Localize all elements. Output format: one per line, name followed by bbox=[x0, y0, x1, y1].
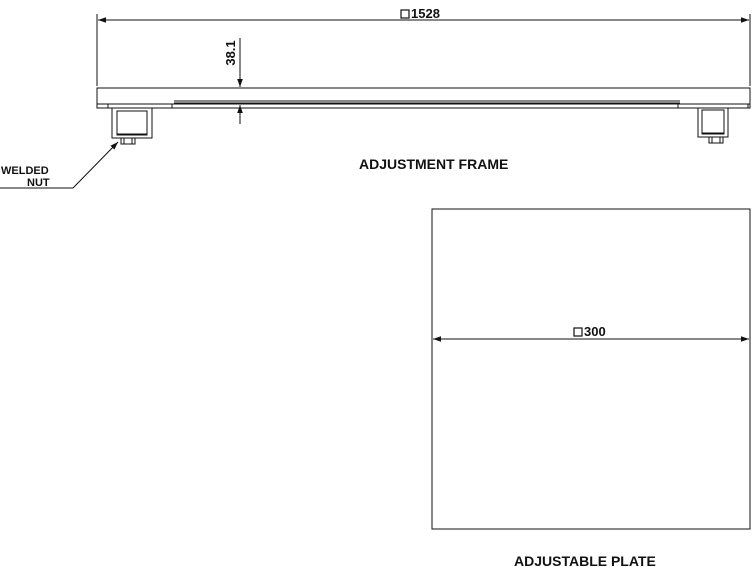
adjustable-plate-title: ADJUSTABLE PLATE bbox=[514, 553, 656, 567]
right-welded-nut bbox=[708, 136, 724, 144]
welded-nut-leader bbox=[0, 141, 119, 189]
left-foot-inner bbox=[116, 110, 148, 136]
left-foot-plate bbox=[107, 103, 173, 109]
adjustment-frame-title: ADJUSTMENT FRAME bbox=[359, 156, 508, 172]
frame-corner-left bbox=[96, 104, 751, 109]
left-foot-block bbox=[111, 107, 153, 139]
adjustment-frame bbox=[96, 87, 751, 109]
right-foot-inner bbox=[701, 109, 725, 135]
left-welded-nut bbox=[120, 137, 136, 145]
welded-nut-label-line2: NUT bbox=[27, 177, 50, 189]
plate-width-value: 300 bbox=[584, 324, 606, 339]
right-adjuster-foot bbox=[677, 103, 749, 144]
square-symbol-icon bbox=[400, 9, 410, 19]
right-foot-plate bbox=[677, 103, 749, 109]
adjustable-plate bbox=[431, 208, 751, 530]
frame-width-value: 1528 bbox=[411, 6, 440, 21]
welded-nut-label-line1: WELDED bbox=[1, 165, 49, 177]
square-symbol-icon bbox=[573, 327, 583, 337]
frame-top-bar bbox=[96, 87, 751, 105]
frame-width-dimension bbox=[96, 14, 751, 86]
frame-height-value: 38.1 bbox=[223, 40, 238, 65]
left-adjuster-foot bbox=[107, 103, 173, 145]
